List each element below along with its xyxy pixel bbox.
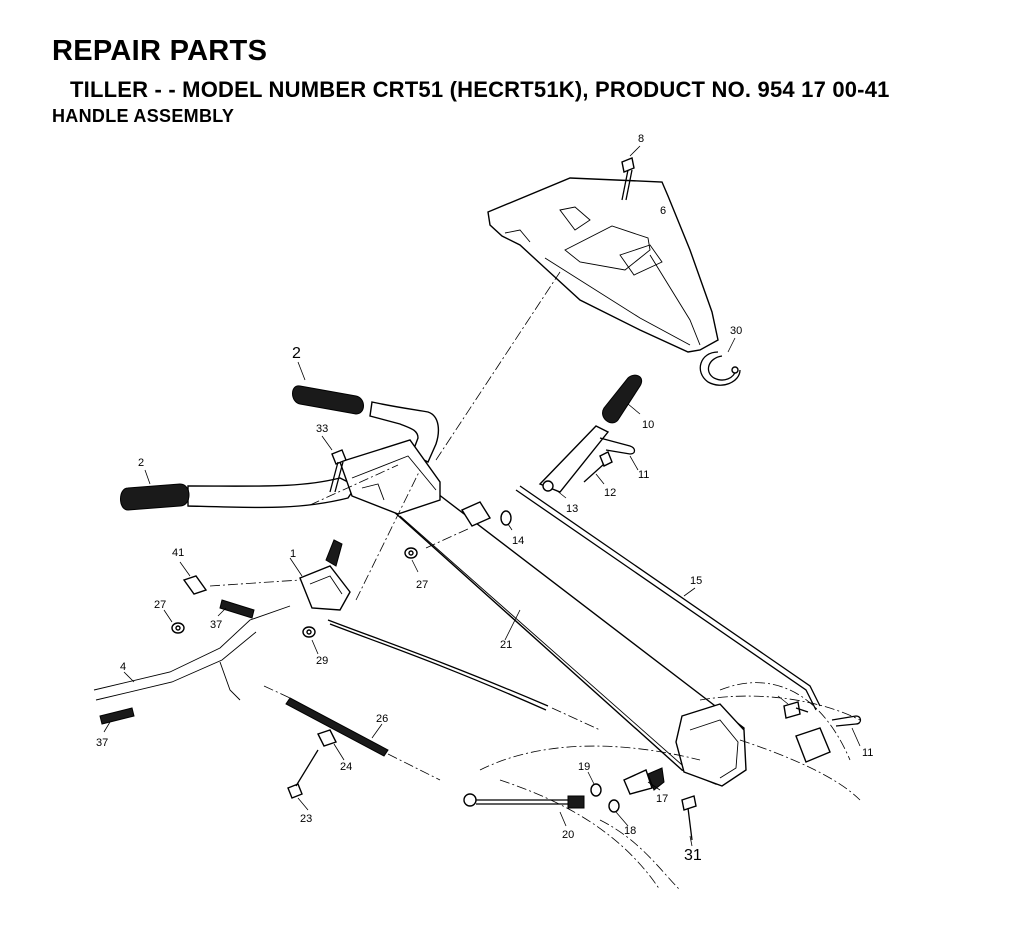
part-26-cable [263,685,441,781]
part-10-lever-grip [602,374,642,424]
page-title: REPAIR PARTS [52,35,268,67]
callout-12: 12 [604,487,616,499]
callout-27-left: 27 [154,599,166,611]
part-27-washer-b [163,609,185,634]
part-2-grip-lower [120,469,190,511]
part-16-bolt [777,695,809,719]
part-30-ring [699,337,741,386]
callout-6: 6 [660,205,666,217]
callout-10: 10 [642,419,654,431]
part-11-hairpin-upper [599,437,639,471]
part-6-handle-panel [487,177,719,353]
callout-18: 18 [624,825,636,837]
callout-30: 30 [730,325,742,337]
callout-17: 17 [656,793,668,805]
callout-23: 23 [300,813,312,825]
callout-27-center: 27 [416,579,428,591]
part-21-main-tube [390,493,747,787]
part-11-hairpin-lower [795,715,862,763]
callout-13: 13 [566,503,578,515]
section-title: HANDLE ASSEMBLY [52,106,235,126]
callout-11-upper: 11 [638,469,649,481]
callout-21: 21 [500,639,512,651]
part-24-nut [317,729,345,761]
callout-8: 8 [638,133,644,145]
part-27-washer-a [404,547,419,573]
callout-11-lower: 11 [862,747,873,759]
control-cable [327,619,549,711]
callout-15: 15 [690,575,702,587]
part-13-shift-lever [538,425,610,499]
callout-37-lower: 37 [96,737,108,749]
callout-26: 26 [376,713,388,725]
part-17-keys [623,767,665,795]
handle-bar [187,401,441,515]
page-subtitle: TILLER - - MODEL NUMBER CRT51 (HECRT51K)… [70,77,890,102]
part-20-arm [463,793,585,827]
callout-4: 4 [120,661,126,673]
callout-20: 20 [562,829,574,841]
part-37-pin-upper [217,599,255,619]
part-12-bolt [583,451,613,485]
part-14-washer [460,501,513,531]
part-31-bolt [681,795,697,847]
assembly-lines [355,271,601,731]
callout-31: 31 [684,847,702,864]
callout-24: 24 [340,761,352,773]
callout-37-upper: 37 [210,619,222,631]
part-41-clip [179,561,301,595]
part-33-bolt [321,435,347,493]
callout-1: 1 [290,548,296,560]
part-1-bracket [289,539,351,611]
part-19-washer [587,771,602,797]
callout-29: 29 [316,655,328,667]
part-37-pin-lower [99,707,135,733]
part-2-grip-upper [292,361,364,415]
part-29-washer [302,626,319,655]
callout-33: 33 [316,423,328,435]
part-18-washer [608,799,629,827]
callout-2-upper: 2 [292,345,301,362]
part-8-screw [621,145,641,201]
callout-41: 41 [172,547,184,559]
callout-14: 14 [512,535,524,547]
transmission-outline [479,682,861,891]
callout-19: 19 [578,761,590,773]
part-23-screw [287,749,319,811]
callout-2-lower: 2 [138,457,144,469]
part-4-frame [93,605,291,701]
